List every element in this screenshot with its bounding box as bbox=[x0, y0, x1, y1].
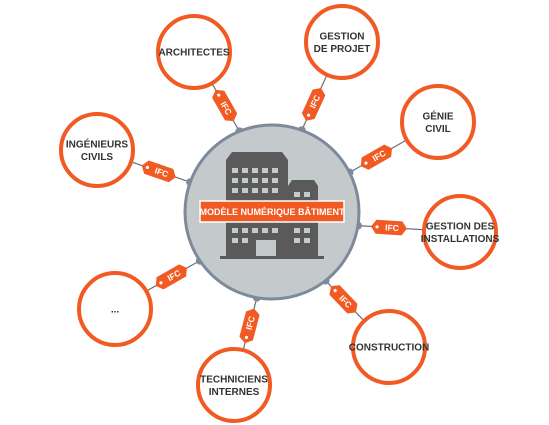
ifc-tag: IFC bbox=[360, 144, 393, 170]
stakeholder-construction[interactable]: CONSTRUCTION bbox=[349, 309, 430, 385]
connector-ingenieurs-civils: IFC bbox=[130, 160, 195, 187]
stakeholder-circle bbox=[196, 347, 272, 423]
stakeholder-label: ARCHITECTES bbox=[158, 48, 229, 59]
stakeholder-label: GESTION DES bbox=[426, 221, 495, 232]
stakeholder-gestion-projet[interactable]: GESTION DE PROJET bbox=[304, 4, 380, 80]
ifc-tag-hole bbox=[307, 113, 311, 117]
ifc-tag-shape bbox=[301, 87, 326, 121]
ifc-tag-label: IFC bbox=[244, 315, 257, 331]
stakeholder-circle bbox=[156, 14, 232, 90]
stakeholder-label: INSTALLATIONS bbox=[421, 234, 500, 245]
stakeholder-label: CONSTRUCTION bbox=[349, 343, 430, 354]
connector-ellipsis: IFC bbox=[145, 256, 204, 292]
ifc-tag: IFC bbox=[239, 308, 260, 344]
ifc-tag-shape bbox=[141, 160, 176, 183]
connectors-layer: IFC IFC IFC IFC IFC IFC IFC IFC bbox=[130, 74, 425, 351]
stakeholder-architectes[interactable]: ARCHITECTES bbox=[156, 14, 232, 90]
ifc-tag-shape bbox=[360, 144, 393, 170]
connector-techniciens-internes: IFC bbox=[239, 293, 261, 351]
stakeholder-circle bbox=[400, 84, 476, 160]
ifc-tag-shape bbox=[212, 89, 238, 122]
stakeholder-nodes: ARCHITECTES GESTION DE PROJET GÉNIE CIVIL GES… bbox=[59, 4, 500, 423]
ifc-tag-hole bbox=[364, 161, 368, 165]
ifc-tag-hole bbox=[217, 93, 221, 97]
stakeholder-label: TECHNICIENS bbox=[200, 374, 268, 385]
hub-banner-box bbox=[199, 200, 345, 223]
ifc-tag-label: IFC bbox=[153, 165, 169, 179]
stakeholder-circle bbox=[351, 309, 427, 385]
ifc-tag: IFC bbox=[371, 219, 407, 236]
central-hub: MODÈLE NUMÉRIQUE BÂTIMENT bbox=[183, 123, 361, 301]
ifc-tag-label: IFC bbox=[385, 222, 399, 233]
stakeholder-ellipsis[interactable]: ... bbox=[77, 271, 153, 347]
hub-banner: MODÈLE NUMÉRIQUE BÂTIMENT bbox=[199, 200, 346, 223]
ifc-tag-shape bbox=[239, 308, 260, 344]
connector-architectes: IFC bbox=[211, 82, 244, 136]
stakeholder-circle bbox=[304, 4, 380, 80]
ifc-tag-hole bbox=[145, 165, 150, 170]
stakeholder-genie-civil[interactable]: GÉNIE CIVIL bbox=[400, 84, 476, 160]
ifc-tag: IFC bbox=[212, 89, 238, 122]
ifc-tag-hole bbox=[159, 281, 163, 285]
ifc-tag-shape bbox=[155, 264, 187, 290]
ifc-tag-shape bbox=[371, 219, 407, 236]
stakeholder-label: DE PROJET bbox=[314, 44, 371, 55]
connector-genie-civil: IFC bbox=[345, 139, 408, 177]
stakeholder-label: ... bbox=[111, 305, 120, 316]
ifc-tag-shape bbox=[329, 285, 358, 314]
stakeholder-gestion-installations[interactable]: GESTION DES INSTALLATIONS bbox=[421, 194, 500, 270]
connector-construction: IFC bbox=[321, 276, 365, 322]
stakeholder-circle bbox=[77, 271, 153, 347]
stakeholder-label: INGÉNIEURS bbox=[66, 137, 129, 150]
ifc-tag: IFC bbox=[141, 160, 176, 183]
ifc-tag-hole bbox=[375, 225, 379, 229]
ifc-tag-hole bbox=[244, 335, 249, 340]
stakeholder-techniciens-internes[interactable]: TECHNICIENS INTERNES bbox=[196, 347, 272, 423]
connector-gestion-installations: IFC bbox=[353, 219, 425, 236]
ifc-tag: IFC bbox=[329, 285, 358, 314]
stakeholder-ingenieurs-civils[interactable]: INGÉNIEURS CIVILS bbox=[59, 112, 135, 188]
stakeholder-label: GÉNIE bbox=[422, 109, 453, 122]
stakeholder-circle bbox=[59, 112, 135, 188]
stakeholder-circle bbox=[422, 194, 498, 270]
stakeholder-label: GESTION bbox=[319, 31, 364, 42]
hub-banner-text: MODÈLE NUMÉRIQUE BÂTIMENT bbox=[200, 206, 346, 217]
connector-gestion-projet: IFC bbox=[297, 74, 328, 135]
stakeholder-label: CIVILS bbox=[81, 152, 114, 163]
ifc-tag: IFC bbox=[301, 87, 326, 121]
ifc-tag-hole bbox=[333, 289, 337, 293]
stakeholder-label: INTERNES bbox=[209, 387, 260, 398]
stakeholder-label: CIVIL bbox=[425, 124, 451, 135]
ifc-tag: IFC bbox=[155, 264, 187, 290]
